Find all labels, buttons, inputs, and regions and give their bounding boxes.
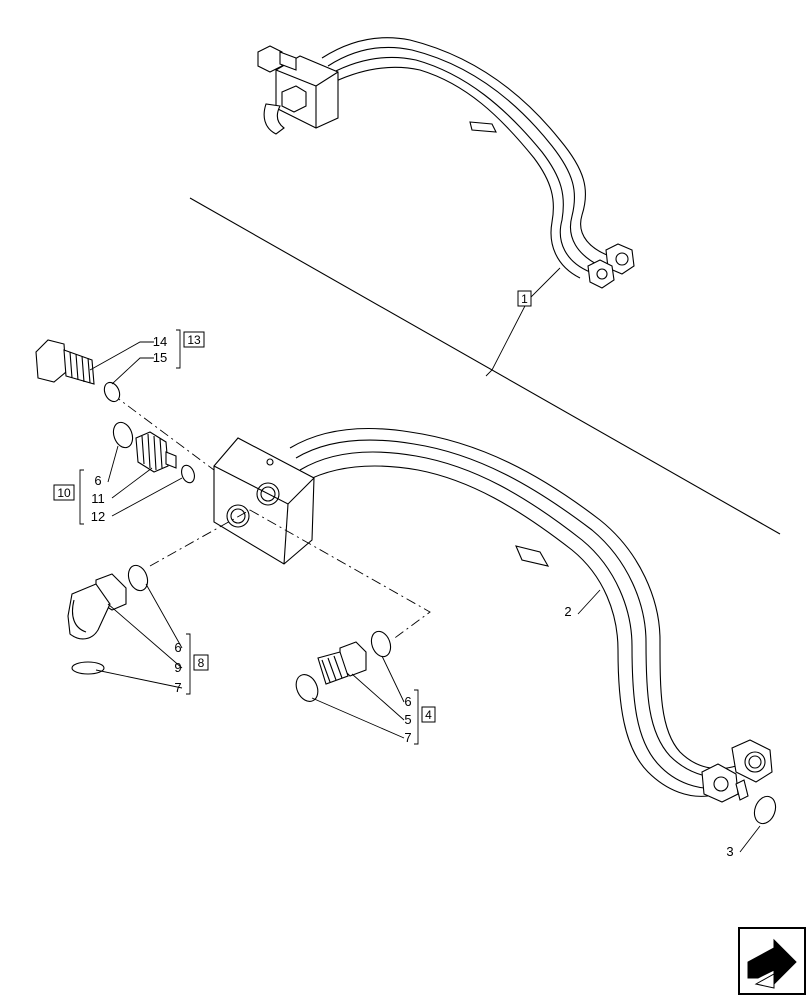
o-ring-7-left — [71, 661, 105, 675]
o-ring-3 — [753, 795, 777, 825]
callout-6-a[interactable]: 6 — [94, 473, 101, 488]
callout-13[interactable]: 13 — [183, 331, 205, 348]
callout-6-c[interactable]: 6 — [404, 694, 411, 709]
callout-4-label: 4 — [425, 708, 432, 722]
callout-8[interactable]: 8 — [193, 654, 209, 671]
centerline-left — [149, 509, 251, 567]
o-ring-12 — [181, 464, 195, 484]
centerline-right — [249, 509, 431, 641]
section-divider — [189, 197, 781, 535]
o-ring-7-right — [295, 674, 319, 702]
callout-10-label: 10 — [57, 486, 71, 500]
callout-11[interactable]: 11 — [91, 491, 105, 506]
callout-7-b[interactable]: 7 — [404, 730, 411, 745]
callout-6-b[interactable]: 6 — [174, 640, 181, 655]
callout-8-label: 8 — [198, 656, 205, 670]
callout-12[interactable]: 12 — [91, 509, 105, 524]
callout-5[interactable]: 5 — [404, 712, 411, 727]
callout-15[interactable]: 15 — [153, 350, 167, 365]
fitting-5 — [295, 630, 392, 702]
leader-lines — [79, 329, 761, 853]
callout-10[interactable]: 10 — [53, 484, 75, 501]
o-ring-6-right — [370, 630, 392, 658]
callout-9[interactable]: 9 — [174, 660, 181, 675]
lower-assembly — [213, 428, 773, 803]
callout-13-label: 13 — [187, 333, 201, 347]
o-ring-15 — [103, 381, 121, 403]
callout-labels: 14 15 6 11 12 6 9 7 6 5 7 2 3 — [91, 334, 734, 859]
callout-14[interactable]: 14 — [153, 334, 167, 349]
callout-1[interactable]: 1 — [517, 290, 532, 307]
callout-1-label: 1 — [521, 292, 528, 306]
callout-2[interactable]: 2 — [564, 604, 571, 619]
centerline-upper — [111, 393, 215, 471]
o-ring-6-upper — [112, 421, 134, 449]
o-ring-6-left — [127, 564, 149, 592]
fitting-11 — [112, 421, 195, 484]
callout-4[interactable]: 4 — [421, 706, 436, 723]
next-page-arrow-icon[interactable] — [738, 927, 806, 995]
fitting-14 — [35, 339, 121, 403]
elbow-fitting-9 — [67, 564, 149, 675]
leader-1 — [485, 267, 561, 377]
callout-7-a[interactable]: 7 — [174, 680, 181, 695]
callout-3[interactable]: 3 — [726, 844, 733, 859]
top-assembly — [257, 37, 635, 289]
